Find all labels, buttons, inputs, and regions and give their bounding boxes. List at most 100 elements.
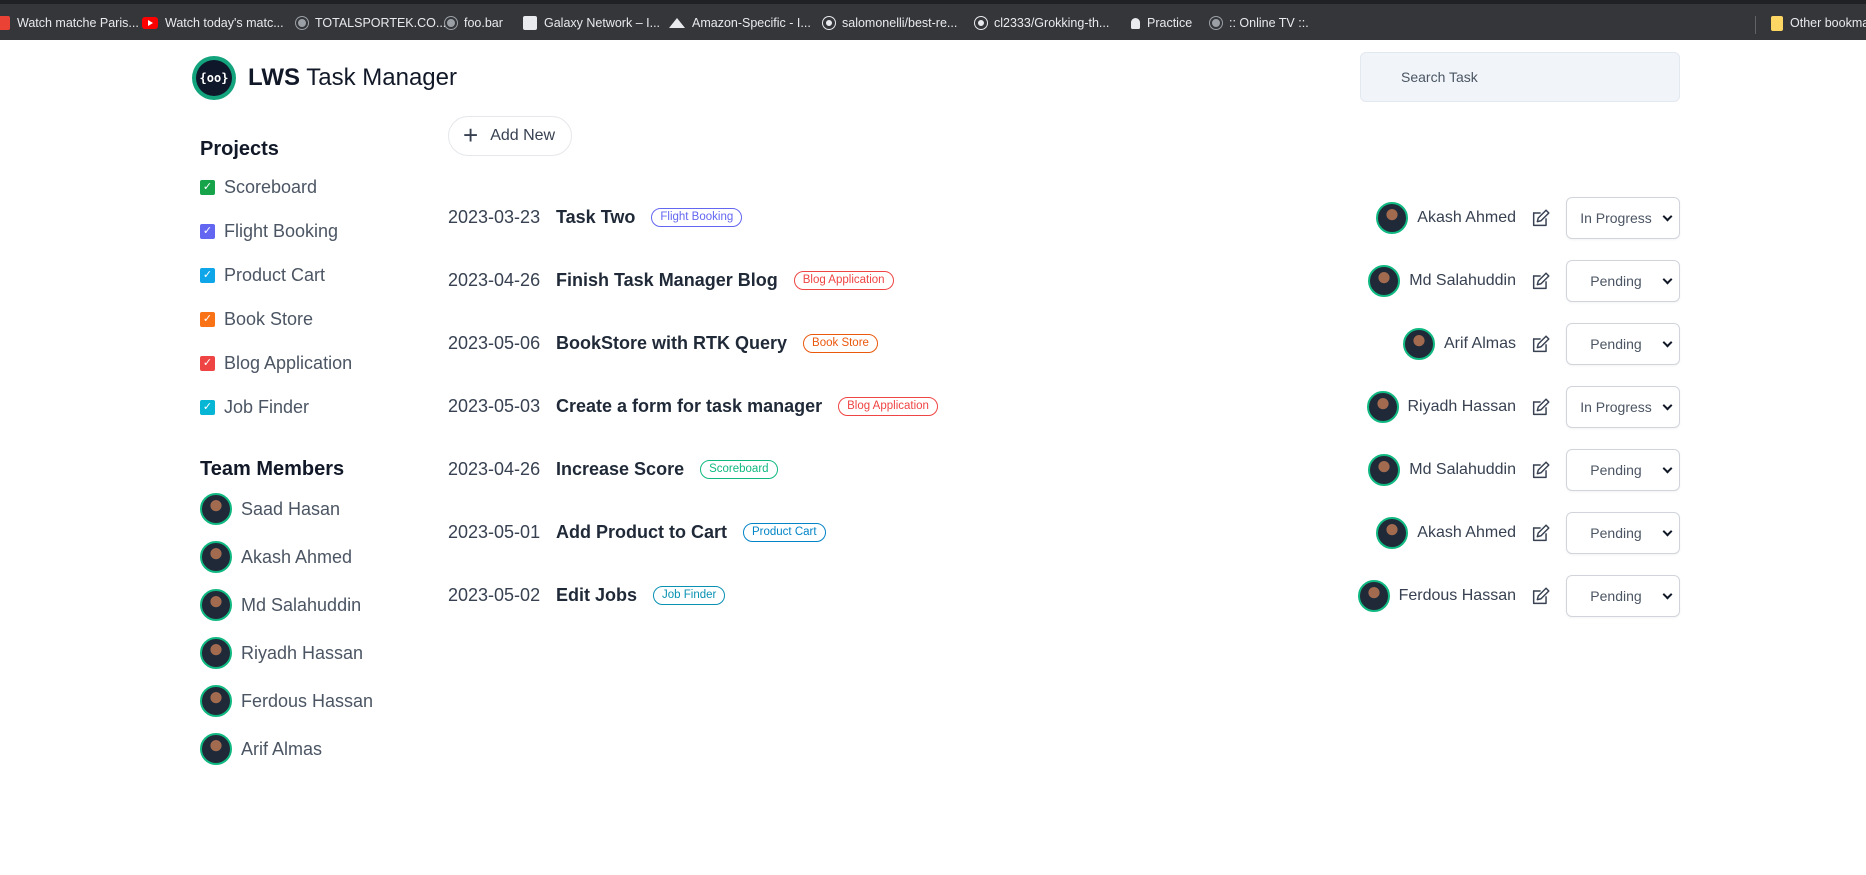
bookmark-item[interactable]: Practice (1131, 13, 1192, 33)
checkbox-checked-icon[interactable]: ✓ (200, 355, 215, 371)
bookmark-item[interactable]: Watch matche Paris... (0, 13, 139, 33)
checkbox-checked-icon[interactable]: ✓ (200, 399, 215, 415)
avatar (1368, 454, 1401, 486)
bookmark-item[interactable]: cl2333/Grokking-th... (975, 13, 1109, 33)
task-name: Edit Jobs (556, 585, 638, 605)
team-members-heading: Team Members (200, 458, 345, 480)
task-date: 2023-05-02 (448, 585, 541, 605)
task-date: 2023-05-06 (448, 333, 541, 353)
avatar (1376, 202, 1409, 234)
robot-logo-icon: {oo} (196, 60, 232, 96)
folder-icon (1771, 15, 1783, 31)
assignee: Akash Ahmed (1376, 202, 1516, 234)
task-actions: Arif Almas Pending (1402, 322, 1680, 366)
task-date: 2023-05-01 (448, 522, 541, 542)
team-member-item: Akash Ahmed (200, 541, 352, 573)
checkbox-checked-icon[interactable]: ✓ (200, 179, 215, 195)
bookmark-item[interactable]: Amazon-Specific - I... (669, 13, 811, 33)
assignee: Arif Almas (1402, 328, 1516, 360)
bookmark-item[interactable]: salomonelli/best-re... (823, 13, 957, 33)
bookmarks-bar: Watch matche Paris... Watch today's matc… (0, 0, 1866, 40)
avatar (1357, 580, 1390, 612)
assignee-name: Ferdous Hassan (1398, 587, 1516, 604)
checkbox-checked-icon[interactable]: ✓ (200, 223, 215, 239)
edit-icon[interactable] (1530, 207, 1552, 229)
checkbox-checked-icon[interactable]: ✓ (200, 267, 215, 283)
bookmark-item[interactable]: Galaxy Network – I... (523, 13, 660, 33)
avatar (1376, 517, 1409, 549)
team-member-name: Md Salahuddin (241, 594, 362, 615)
status-select[interactable]: Pending (1566, 575, 1680, 617)
project-filter-label: Flight Booking (224, 220, 339, 241)
status-value: Pending (1590, 462, 1642, 478)
team-member-item: Arif Almas (200, 733, 322, 765)
status-select[interactable]: Pending (1566, 323, 1680, 365)
task-name: Increase Score (556, 459, 685, 479)
project-filter-label: Scoreboard (224, 176, 318, 197)
avatar (200, 589, 232, 621)
assignee-name: Arif Almas (1443, 335, 1516, 352)
bookmark-item[interactable]: foo.bar (445, 13, 503, 33)
task-actions: Riyadh Hassan In Progress (1366, 385, 1680, 429)
bookmark-item[interactable]: Watch today's matc... (142, 13, 284, 33)
project-badge: Product Cart (743, 523, 826, 542)
avatar (200, 733, 232, 765)
edit-icon[interactable] (1530, 522, 1552, 544)
project-filter-item[interactable]: ✓Book Store (200, 307, 313, 331)
task-title: Increase Score Scoreboard (556, 459, 778, 480)
status-value: Pending (1590, 588, 1642, 604)
bookmark-folder-other[interactable]: Other bookma (1771, 13, 1866, 33)
project-filter-item[interactable]: ✓Blog Application (200, 351, 352, 375)
app-logo[interactable]: {oo} (192, 56, 236, 100)
bell-icon (1131, 17, 1140, 29)
edit-icon[interactable] (1530, 585, 1552, 607)
project-badge: Job Finder (653, 586, 726, 605)
github-icon (975, 17, 987, 29)
bookmark-item[interactable]: TOTALSPORTEK.CO... (296, 13, 446, 33)
assignee-name: Riyadh Hassan (1407, 398, 1517, 415)
project-filter-item[interactable]: ✓ Flight Booking (200, 219, 338, 243)
edit-icon[interactable] (1530, 270, 1552, 292)
add-new-button[interactable]: + Add New (448, 116, 572, 156)
project-filter-label: Product Cart (224, 264, 326, 285)
task-date: 2023-03-23 (448, 207, 541, 227)
globe-icon (296, 17, 308, 29)
avatar (1402, 328, 1435, 360)
globe-icon (445, 17, 457, 29)
project-badge: Scoreboard (700, 460, 778, 479)
team-member-name: Riyadh Hassan (241, 642, 364, 663)
chevron-down-icon (1662, 400, 1673, 411)
status-value: Pending (1590, 273, 1642, 289)
team-member-item: Riyadh Hassan (200, 637, 363, 669)
task-row: 2023-05-02 Edit Jobs Job Finder Ferdous Has… (448, 574, 1680, 618)
status-select[interactable]: Pending (1566, 260, 1680, 302)
search-input[interactable] (1361, 53, 1679, 101)
project-filter-item[interactable]: ✓ Scoreboard (200, 175, 317, 199)
status-select[interactable]: Pending (1566, 512, 1680, 554)
status-select[interactable]: Pending (1566, 449, 1680, 491)
checkbox-checked-icon[interactable]: ✓ (200, 311, 215, 327)
edit-icon[interactable] (1530, 396, 1552, 418)
status-value: Pending (1590, 336, 1642, 352)
edit-icon[interactable] (1530, 333, 1552, 355)
status-select[interactable]: In Progress (1566, 197, 1680, 239)
project-filter-item[interactable]: ✓Job Finder (200, 395, 309, 419)
task-title: Edit Jobs Job Finder (556, 585, 726, 606)
assignee-name: Md Salahuddin (1409, 461, 1516, 478)
avatar (200, 637, 232, 669)
search-box[interactable] (1360, 52, 1680, 102)
project-badge: Blog Application (793, 271, 894, 290)
status-select[interactable]: In Progress (1566, 386, 1680, 428)
bookmark-item[interactable]: :: Online TV ::. (1210, 13, 1309, 33)
team-member-name: Saad Hasan (241, 498, 341, 519)
assignee-name: Akash Ahmed (1417, 524, 1516, 541)
project-filter-item[interactable]: ✓ Product Cart (200, 263, 325, 287)
edit-icon[interactable] (1530, 459, 1552, 481)
